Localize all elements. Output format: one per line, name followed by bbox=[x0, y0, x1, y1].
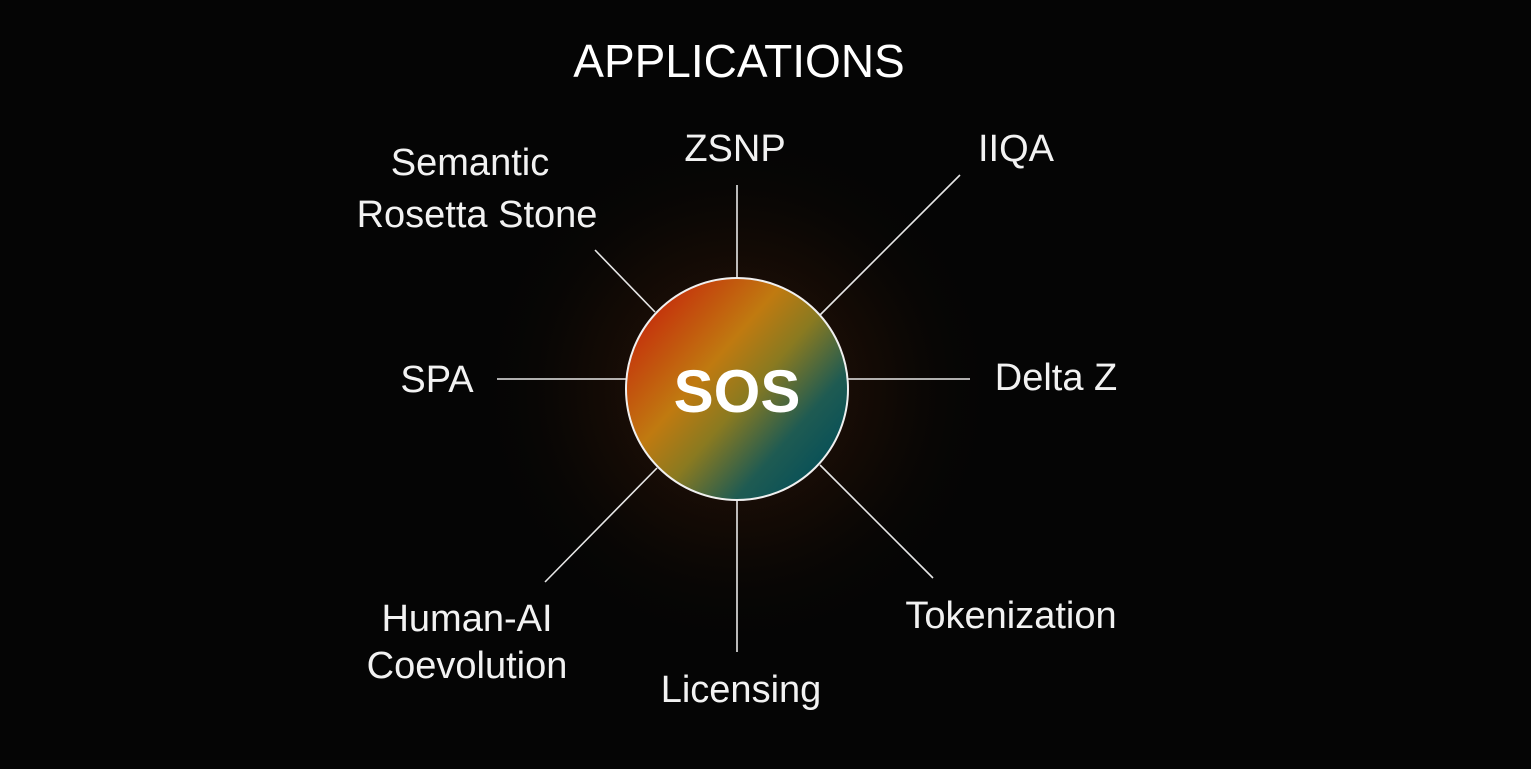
spoke-semantic bbox=[594, 249, 656, 313]
node-human-ai-line2: Coevolution bbox=[367, 645, 568, 687]
sos-label: SOS bbox=[674, 358, 801, 425]
node-spa: SPA bbox=[400, 359, 474, 401]
diagram-title: APPLICATIONS bbox=[573, 35, 904, 87]
spokes bbox=[497, 174, 970, 652]
node-tokenization: Tokenization bbox=[905, 595, 1116, 637]
node-human-ai-line1: Human-AI bbox=[381, 598, 552, 640]
sos-core-circle bbox=[625, 277, 849, 501]
node-delta-z: Delta Z bbox=[995, 357, 1117, 399]
spoke-tokenization bbox=[819, 464, 934, 579]
node-semantic-line1: Semantic bbox=[391, 142, 549, 184]
node-zsnp: ZSNP bbox=[684, 128, 785, 170]
spoke-human bbox=[544, 467, 658, 583]
node-licensing: Licensing bbox=[661, 669, 822, 711]
node-iiqa: IIQA bbox=[978, 128, 1055, 170]
spoke-iiqa bbox=[819, 174, 961, 316]
node-semantic-line2: Rosetta Stone bbox=[357, 194, 598, 236]
